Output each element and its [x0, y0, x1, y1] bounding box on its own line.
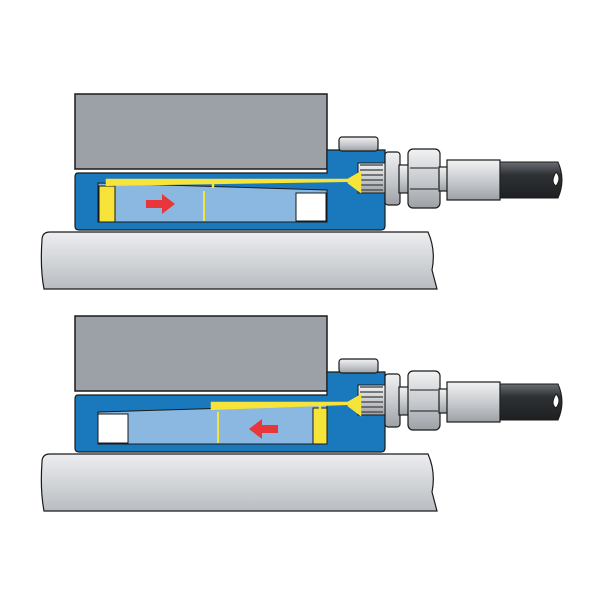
oil-chamber: [312, 407, 328, 445]
panel-extended: [41, 94, 562, 289]
oil-chamber: [98, 185, 116, 223]
arrow-left-icon: [249, 419, 278, 439]
piston-cavity: [97, 182, 328, 223]
panel-retracted: [41, 316, 562, 511]
piston-cavity: [97, 404, 328, 445]
void-space: [295, 192, 327, 222]
arrow-right-icon: [146, 194, 175, 214]
void-space: [97, 413, 129, 444]
oil-channel: [105, 170, 362, 194]
oil-channel: [210, 393, 362, 417]
